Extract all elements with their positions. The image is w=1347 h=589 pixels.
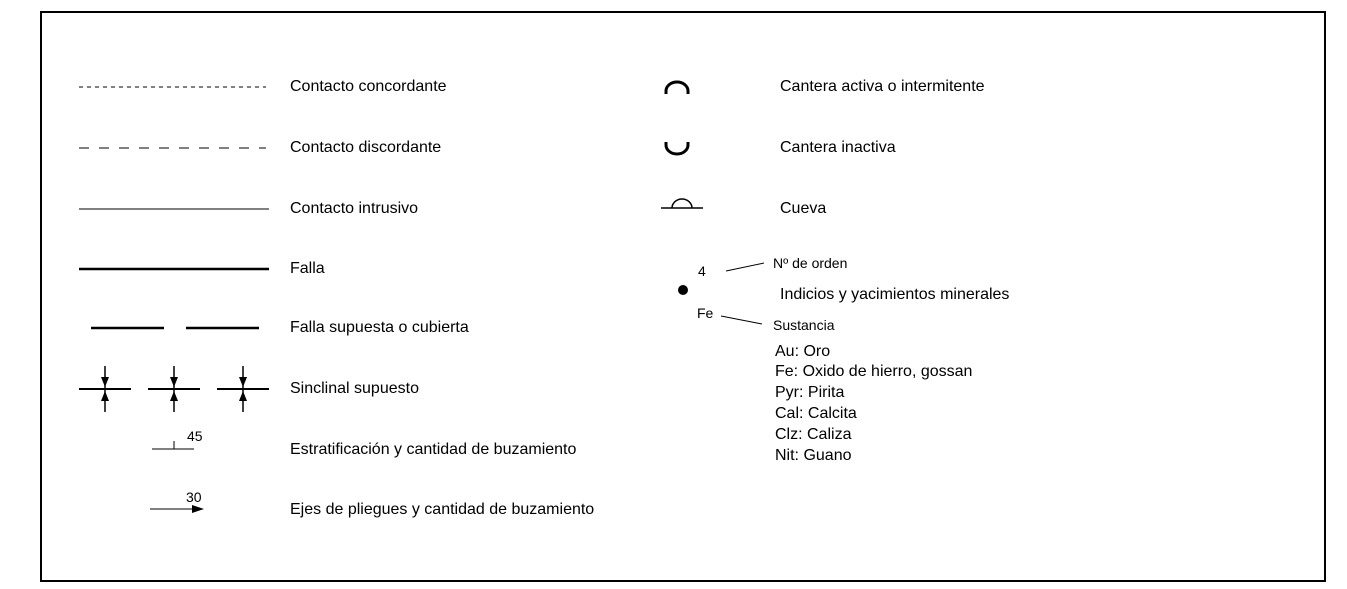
substance-item: Cal: Calcita xyxy=(775,405,857,422)
legend-frame xyxy=(40,11,1326,582)
label-contacto-discordante: Contacto discordante xyxy=(290,139,442,156)
arc-up-symbol xyxy=(664,80,690,94)
label-falla: Falla xyxy=(290,260,325,277)
strike-dip-value: 45 xyxy=(187,428,203,444)
order-label: Nº de orden xyxy=(773,255,848,271)
fold-axis-value: 30 xyxy=(186,489,202,505)
label-sinclinal-supuesto: Sinclinal supuesto xyxy=(290,380,419,397)
label-cantera-inactiva: Cantera inactiva xyxy=(780,139,896,156)
order-leader-line xyxy=(725,262,765,272)
label-contacto-concordante: Contacto concordante xyxy=(290,78,447,95)
order-number: 4 xyxy=(698,263,706,279)
label-cantera-activa: Cantera activa o intermitente xyxy=(780,78,985,95)
label-estratificacion: Estratificación y cantidad de buzamiento xyxy=(290,441,577,458)
substance-code: Fe xyxy=(697,305,714,321)
label-ejes-pliegues: Ejes de pliegues y cantidad de buzamient… xyxy=(290,501,595,518)
label-falla-supuesta: Falla supuesta o cubierta xyxy=(290,319,469,336)
substance-label: Sustancia xyxy=(773,317,835,333)
label-indicios-yacimientos: Indicios y yacimientos minerales xyxy=(780,286,1010,303)
arc-down-symbol xyxy=(664,142,690,156)
substance-item: Clz: Caliza xyxy=(775,426,852,443)
strike-dip-symbol xyxy=(152,441,194,450)
mineral-dot xyxy=(678,285,688,295)
substance-item: Nit: Guano xyxy=(775,447,852,464)
substance-item: Fe: Oxido de hierro, gossan xyxy=(775,363,973,380)
substance-item: Pyr: Pirita xyxy=(775,384,845,401)
label-contacto-intrusivo: Contacto intrusivo xyxy=(290,200,419,217)
cave-symbol xyxy=(661,198,703,209)
label-cueva: Cueva xyxy=(780,200,827,217)
substance-item: Au: Oro xyxy=(775,343,831,360)
syncline-arrows-symbol xyxy=(79,366,269,412)
substance-leader-line xyxy=(720,315,763,325)
fold-axis-arrow-symbol xyxy=(150,505,204,513)
